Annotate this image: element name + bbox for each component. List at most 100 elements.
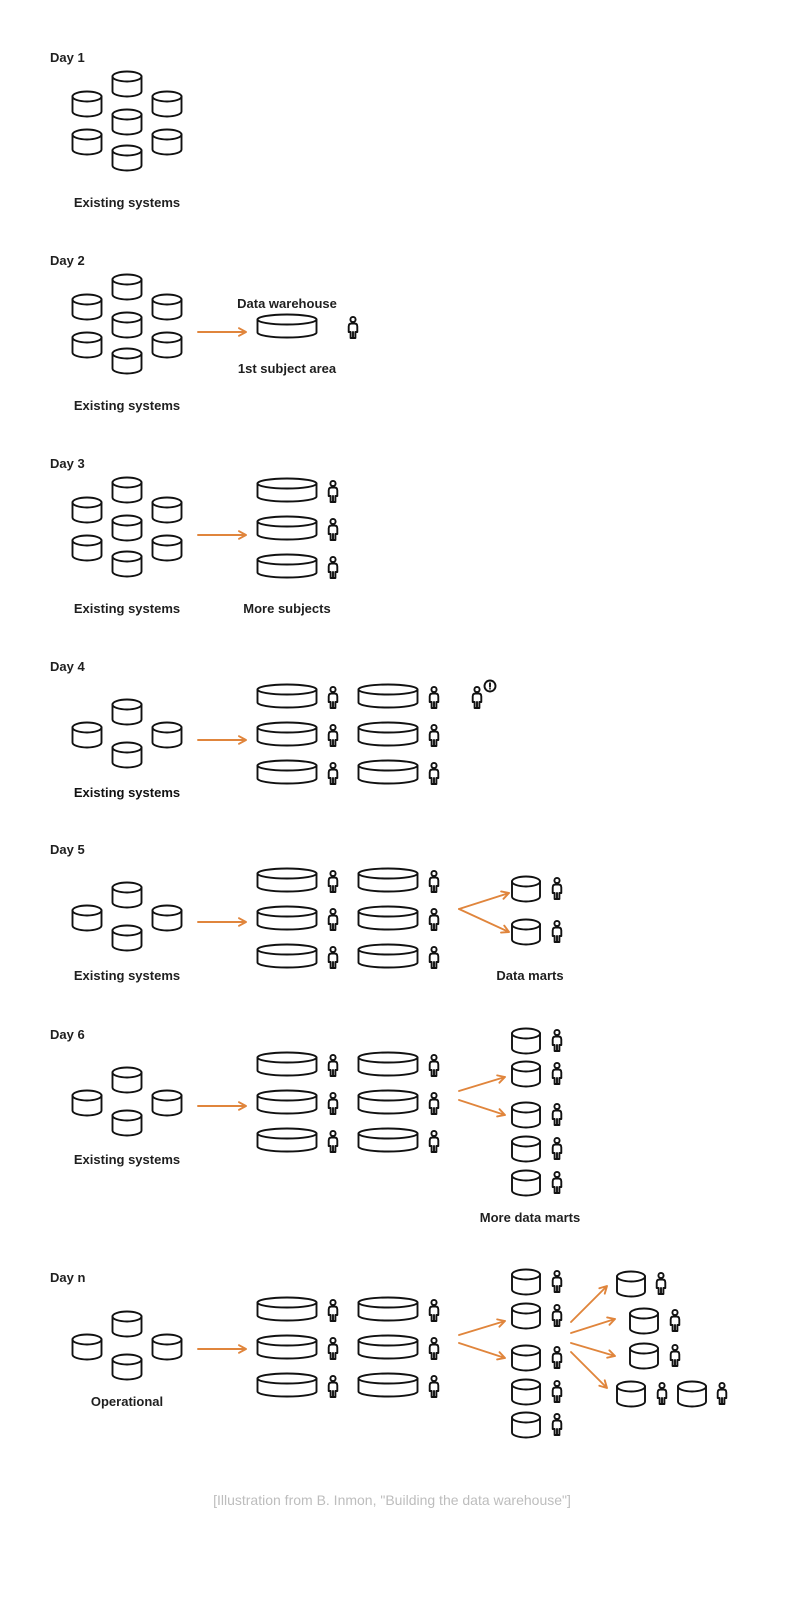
database-icon: [71, 721, 103, 749]
database-icon: [357, 1296, 419, 1322]
data-warehouse: [256, 867, 419, 969]
data-marts-caption: Data marts: [496, 968, 563, 983]
existing-systems-caption: Existing systems: [74, 968, 180, 983]
database-icon: [151, 331, 183, 359]
existing-systems-cluster: [71, 881, 183, 952]
user-icon: [428, 869, 440, 893]
database-icon: [357, 1089, 419, 1115]
database-icon: [256, 867, 318, 893]
departmental-users: [655, 1271, 728, 1405]
existing-systems-caption: Existing systems: [74, 1152, 180, 1167]
database-icon: [616, 1270, 646, 1298]
database-icon: [111, 311, 143, 339]
database-icon: [256, 1089, 318, 1115]
database-icon: [511, 875, 541, 903]
data-warehouse-users: [327, 869, 440, 969]
user-icon: [551, 1379, 563, 1403]
stage-label: Day 3: [50, 456, 85, 471]
database-icon: [511, 1027, 541, 1055]
stage-day-2: Day 2 Existing systems Data warehouse 1s…: [50, 253, 359, 413]
user-icon: [327, 1298, 339, 1322]
user-icon: [347, 315, 359, 339]
user-icon: [327, 479, 339, 503]
database-icon: [111, 144, 143, 172]
database-icon: [357, 1127, 419, 1153]
user-icon: [471, 685, 483, 709]
database-icon: [357, 943, 419, 969]
user-icon: [669, 1343, 681, 1367]
database-icon: [111, 514, 143, 542]
stage-label: Day 2: [50, 253, 85, 268]
user-icon: [428, 1091, 440, 1115]
arrow-icon: [197, 1101, 247, 1111]
database-icon: [357, 721, 419, 747]
database-icon: [357, 1051, 419, 1077]
arrow-icon: [458, 1318, 506, 1336]
database-icon: [256, 1051, 318, 1077]
user-icon: [327, 1129, 339, 1153]
database-icon: [511, 1411, 541, 1439]
operational-caption: Operational: [91, 1394, 163, 1409]
database-icon: [111, 70, 143, 98]
database-icon: [256, 721, 318, 747]
database-icon: [111, 550, 143, 578]
database-icon: [357, 1372, 419, 1398]
user-icon: [327, 685, 339, 709]
user-icon: [428, 723, 440, 747]
user-icon: [327, 1091, 339, 1115]
database-icon: [111, 1353, 143, 1381]
database-icon: [151, 904, 183, 932]
arrow-icon: [570, 1285, 608, 1323]
database-icon: [357, 905, 419, 931]
arrow-icon: [458, 1342, 506, 1361]
database-icon: [256, 553, 318, 579]
user-icon: [551, 1303, 563, 1327]
data-warehouse-users: [327, 1053, 440, 1153]
stage-day-n: Day n Operational: [50, 1268, 728, 1439]
data-warehouse-caption: Data warehouse: [237, 296, 337, 311]
database-icon: [256, 313, 318, 339]
more-data-marts-caption: More data marts: [480, 1210, 580, 1225]
database-icon: [256, 1372, 318, 1398]
database-icon: [256, 943, 318, 969]
arrow-icon: [197, 327, 247, 337]
stage-label: Day 6: [50, 1027, 85, 1042]
user-icon: [551, 1028, 563, 1052]
database-icon: [256, 1296, 318, 1322]
alert-icon: [483, 679, 497, 693]
arrow-icon: [458, 890, 510, 934]
database-icon: [256, 1334, 318, 1360]
stage-label: Day 5: [50, 842, 85, 857]
existing-systems-caption: Existing systems: [74, 398, 180, 413]
data-warehouse: [256, 477, 318, 579]
database-icon: [151, 1089, 183, 1117]
arrow-icon: [197, 917, 247, 927]
user-icon: [327, 1336, 339, 1360]
existing-systems-cluster: [71, 476, 183, 578]
database-icon: [151, 534, 183, 562]
arrow-icon: [197, 530, 247, 540]
arrow-icon: [197, 1101, 247, 1111]
arrow-icon: [197, 327, 247, 337]
user-icon: [327, 907, 339, 931]
database-icon: [71, 90, 103, 118]
data-mart-users: [551, 1028, 563, 1194]
database-icon: [256, 515, 318, 541]
user-icon: [428, 907, 440, 931]
data-warehouse: [256, 1296, 419, 1398]
database-icon: [677, 1380, 707, 1408]
database-icon: [256, 477, 318, 503]
data-mart-users: [551, 1269, 563, 1436]
departmental-databases: [616, 1270, 707, 1408]
database-icon: [357, 759, 419, 785]
data-warehouse: [256, 683, 419, 785]
database-icon: [111, 741, 143, 769]
user-icon: [327, 1374, 339, 1398]
arrow-icon: [197, 735, 247, 745]
existing-systems-caption: Existing systems: [74, 601, 180, 616]
database-icon: [256, 759, 318, 785]
existing-systems-cluster: [71, 698, 183, 769]
stage-day-5: Day 5 Existing systems Data marts: [50, 842, 564, 983]
database-icon: [111, 698, 143, 726]
existing-systems-cluster: [71, 273, 183, 375]
